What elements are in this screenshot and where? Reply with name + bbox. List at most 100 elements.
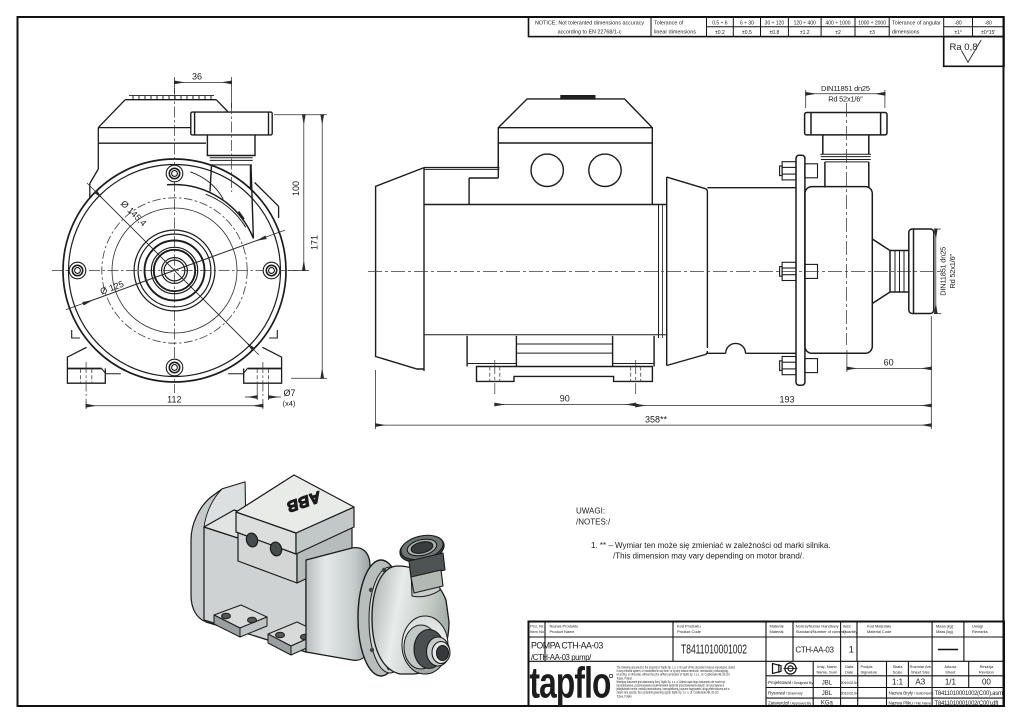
svg-text:Product Name: Product Name (550, 629, 576, 634)
svg-text:Material: Material (770, 629, 784, 634)
svg-text:0.5 ÷ 6: 0.5 ÷ 6 (712, 21, 727, 27)
svg-text:±3: ±3 (869, 30, 875, 36)
svg-text:120 ÷ 400: 120 ÷ 400 (794, 21, 816, 27)
svg-text:±0°15': ±0°15' (981, 30, 995, 36)
svg-text:JBL: JBL (822, 680, 833, 686)
svg-text:-80: -80 (954, 21, 961, 27)
svg-text:Nazwa Pliku / File Name: Nazwa Pliku / File Name (889, 700, 932, 705)
svg-text:-80: -80 (985, 21, 992, 27)
svg-text:±0.8: ±0.8 (770, 30, 780, 36)
svg-text:KGa: KGa (821, 701, 834, 707)
svg-text:2019.02.04: 2019.02.04 (840, 690, 859, 695)
svg-text:171: 171 (309, 235, 319, 250)
svg-text:T8411010001002(C00).dft: T8411010001002(C00).dft (935, 701, 999, 707)
svg-text:36: 36 (192, 72, 202, 82)
svg-text:30 ÷ 120: 30 ÷ 120 (765, 21, 785, 27)
svg-text:T8411010001002(C00).asm: T8411010001002(C00).asm (935, 691, 1003, 697)
svg-text:112: 112 (167, 395, 181, 405)
svg-text:Zatwierdził / Approved By: Zatwierdził / Approved By (768, 700, 811, 705)
svg-text:Rewizja: Rewizja (980, 664, 994, 669)
svg-text:Kod Produktu: Kod Produktu (677, 624, 701, 629)
svg-text:in any retrieval system, or tr: in any retrieval system, or transmitted … (617, 669, 729, 674)
svg-text:Mass [kg]: Mass [kg] (936, 629, 953, 634)
svg-text:Nazwa Produktu: Nazwa Produktu (550, 624, 579, 629)
svg-text:Uwagi: Uwagi (972, 624, 983, 629)
svg-text:UWAGI:: UWAGI: (576, 507, 605, 516)
svg-text:Ø7: Ø7 (284, 388, 296, 398)
svg-text:Rd 52x1/6″: Rd 52x1/6″ (828, 95, 863, 104)
svg-text:1. ** – Wymiar ten może się zm: 1. ** – Wymiar ten może się zmieniać w z… (591, 541, 831, 550)
svg-text:tapflo: tapflo (530, 658, 611, 707)
svg-text:±1°: ±1° (954, 30, 962, 36)
svg-text:A3: A3 (915, 678, 925, 687)
svg-text:Standard/Number of commer: Standard/Number of commer (796, 629, 847, 634)
svg-text:±0.2: ±0.2 (715, 30, 725, 36)
svg-text:/CTH-AA-03 pump/: /CTH-AA-03 pump/ (531, 653, 592, 662)
svg-text:CTH-AA-03: CTH-AA-03 (795, 646, 834, 655)
svg-text:2019.02.04: 2019.02.04 (840, 680, 859, 685)
svg-text:Item No: Item No (530, 629, 544, 634)
svg-text:recording, or otherwise, witho: recording, or otherwise, without the pri… (617, 672, 731, 677)
svg-text:Sheet Size: Sheet Size (911, 669, 931, 674)
svg-text:Rozmiar Ark: Rozmiar Ark (910, 664, 931, 669)
svg-text:00: 00 (982, 678, 991, 687)
svg-text:1/1: 1/1 (945, 678, 957, 687)
svg-text:Ra 0,8: Ra 0,8 (950, 42, 978, 53)
svg-text:Nazwa Bryły / Solid Name: Nazwa Bryły / Solid Name (889, 691, 934, 696)
svg-text:Niniejszy dokument jest własno: Niniejszy dokument jest własnością firmy… (617, 678, 726, 684)
svg-text:reprodukowana, przechowywana w: reprodukowana, przechowywana w jakimkolw… (617, 683, 725, 688)
svg-text:Norma/Numer Handlowy: Norma/Numer Handlowy (796, 624, 839, 629)
svg-text:/This dimension may vary depen: /This dimension may vary depending on mo… (613, 552, 804, 561)
svg-text:linear dimensions: linear dimensions (654, 29, 696, 35)
svg-text:żaden inny sposób, bez uprzedn: żaden inny sposób, bez uprzedniej pisemn… (617, 690, 719, 695)
svg-text:DIN11851 dn25: DIN11851 dn25 (939, 247, 948, 296)
svg-text:Projektował / Designed By: Projektował / Designed By (768, 680, 813, 685)
svg-text:(x4): (x4) (283, 399, 296, 408)
svg-text:Signature: Signature (861, 669, 878, 674)
svg-text:Materiał: Materiał (770, 624, 784, 629)
svg-text:Remarks: Remarks (972, 629, 988, 634)
svg-text:Revision: Revision (979, 669, 994, 674)
svg-text:60: 60 (884, 358, 894, 368)
svg-text:Ilość: Ilość (843, 624, 851, 629)
svg-text:Kod Materiału: Kod Materiału (867, 624, 891, 629)
svg-text:358**: 358** (645, 414, 668, 424)
svg-text:Tolerance of: Tolerance of (654, 20, 684, 26)
svg-text:Product Code: Product Code (677, 629, 702, 634)
svg-text:Imię, Nazw: Imię, Nazw (817, 664, 836, 669)
svg-text:Date: Date (845, 669, 854, 674)
svg-text:Data: Data (845, 664, 854, 669)
svg-text:6 ÷ 30: 6 ÷ 30 (740, 21, 754, 27)
svg-text:The following document is the: The following document is the property o… (617, 665, 736, 670)
svg-text:1:1: 1:1 (892, 678, 904, 687)
svg-text:±1.2: ±1.2 (800, 30, 810, 36)
svg-text:1: 1 (849, 645, 854, 655)
svg-text:JBL: JBL (822, 691, 833, 697)
svg-text:T8411010001002: T8411010001002 (681, 643, 747, 657)
svg-text:jakiejkolwiek formie, metodą m: jakiejkolwiek formie, metodą mechaniczną… (616, 687, 731, 692)
svg-text:/NOTES:/: /NOTES:/ (576, 518, 611, 527)
svg-text:1000 ÷ 2000: 1000 ÷ 2000 (858, 21, 886, 27)
svg-text:POMPA CTH-AA-03: POMPA CTH-AA-03 (531, 641, 603, 651)
svg-text:Quantity: Quantity (843, 629, 858, 634)
svg-text:±2: ±2 (835, 30, 841, 36)
svg-text:Tczew, Polska: Tczew, Polska (617, 694, 632, 699)
svg-text:Name, Surn: Name, Surn (816, 669, 837, 674)
svg-text:Material Code: Material Code (867, 629, 892, 634)
svg-text:dimensions: dimensions (892, 29, 920, 35)
svg-text:Arkusz: Arkusz (944, 664, 956, 669)
svg-text:Tczew, Poland.: Tczew, Poland. (617, 676, 633, 681)
svg-text:Rysował / Drawn By: Rysował / Drawn By (768, 691, 803, 696)
svg-text:Scale: Scale (893, 669, 904, 674)
svg-text:90: 90 (560, 394, 570, 404)
svg-text:193: 193 (779, 395, 794, 405)
svg-text:Masa [kg]: Masa [kg] (936, 624, 953, 629)
svg-text:Skala: Skala (893, 664, 904, 669)
svg-text:Rd 52x1/6″: Rd 52x1/6″ (948, 254, 957, 289)
svg-text:Poz. Nr: Poz. Nr (530, 624, 544, 629)
svg-text:according to EN 22768/1-c: according to EN 22768/1-c (558, 29, 622, 35)
svg-text:NOTICE: Not toleranted dimensi: NOTICE: Not toleranted dimensions accura… (535, 20, 644, 26)
svg-text:DIN11851 dn25: DIN11851 dn25 (821, 84, 870, 93)
svg-text:400 ÷ 1000: 400 ÷ 1000 (826, 21, 851, 27)
svg-text:Podpis: Podpis (861, 664, 873, 669)
